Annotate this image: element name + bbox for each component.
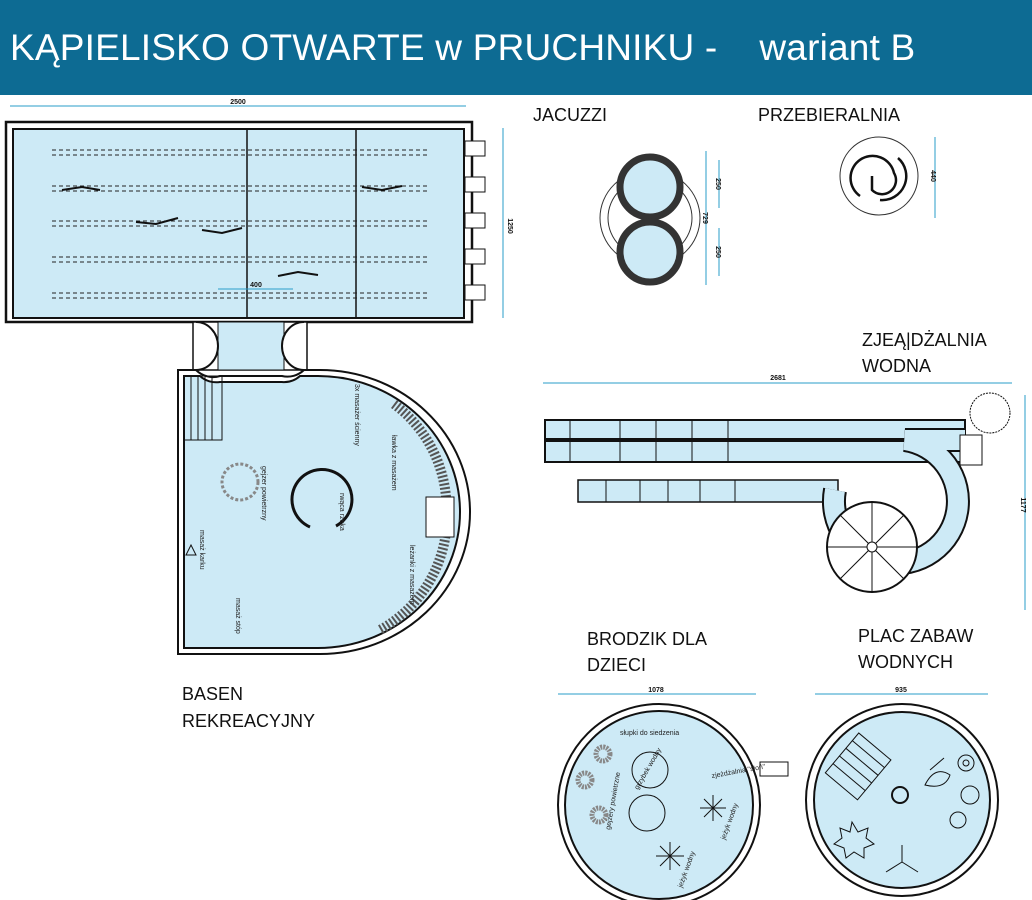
dim-diameter: 1078 [648, 687, 664, 694]
label-recreation-1: BASEN [182, 684, 243, 704]
water-slide: ZJEĄ|DŻALNIA WODNA 2681 1177 [543, 330, 1026, 610]
neck-massage-icon [185, 543, 197, 556]
note-feet: masaż stóp [234, 598, 241, 634]
dim-top: 250 [714, 178, 721, 190]
label-changing-room: PRZEBIERALNIA [758, 105, 900, 125]
changing-room: PRZEBIERALNIA 440 [758, 105, 936, 218]
water-urchin-icon [700, 795, 726, 821]
note-river: rwąca rzeka [338, 493, 345, 531]
climbing-net [824, 732, 892, 801]
pool-steps [425, 496, 455, 538]
swimmer-icons [61, 185, 403, 277]
tripod-sprinkler-icon [885, 845, 919, 873]
kids-pool: BRODZIK DLA DZIECI 1078 słupki do siedze… [557, 629, 789, 900]
note-stools: słupki do siedzenia [620, 730, 679, 737]
label-recreation-2: REKREACYJNY [182, 711, 315, 731]
dim-diameter: 440 [929, 170, 936, 182]
label-playground-2: WODNYCH [858, 652, 953, 672]
dim-lane: 400 [250, 282, 262, 289]
note-geyser: gejzer powietrzny [260, 466, 267, 521]
elephant-slide [759, 761, 789, 777]
starting-blocks [464, 140, 486, 301]
dim-width: 1250 [506, 218, 513, 234]
label-playground-1: PLAC ZABAW [858, 626, 973, 646]
flower-fountain-icon [832, 820, 876, 859]
note-neck: masaż karku [198, 530, 205, 570]
dim-total: 729 [701, 212, 708, 224]
air-geyser-icons [575, 744, 613, 825]
spiral-stair-icon [969, 392, 1011, 434]
label-slide-1: ZJEĄ|DŻALNIA [862, 330, 987, 350]
dim-diameter: 935 [895, 687, 907, 694]
pool-connector [192, 321, 308, 371]
lazy-river-ring [290, 468, 354, 529]
note-bench: ławka z masażem [390, 435, 397, 491]
page-title: KĄPIELISKO OTWARTE w PRUCHNIKU - wariant… [10, 26, 916, 68]
air-geyser-icon [220, 462, 260, 502]
dim-width: 1177 [1019, 497, 1026, 512]
water-playground: PLAC ZABAW WODNYCH 935 [805, 626, 999, 897]
label-kids-1: BRODZIK DLA [587, 629, 707, 649]
label-slide-2: WODNA [862, 356, 931, 376]
entry-stairs [183, 375, 223, 441]
label-jacuzzi: JACUZZI [533, 105, 607, 125]
label-kids-2: DZIECI [587, 655, 646, 675]
dim-length: 2500 [230, 99, 246, 106]
recreation-pool: gejzer powietrzny rwąca rzeka 3x masażer… [177, 369, 471, 731]
note-wall-massage: 3x masażer ścienny [353, 384, 360, 446]
dim-length: 2681 [770, 375, 786, 382]
header-banner: KĄPIELISKO OTWARTE w PRUCHNIKU - wariant… [0, 0, 1032, 95]
dim-bottom: 250 [714, 246, 721, 258]
jacuzzi: JACUZZI 729 250 250 [533, 105, 721, 286]
water-urchin-icon [656, 842, 684, 870]
massage-loungers [377, 531, 451, 635]
note-loungers: leżanki z masażem [408, 545, 415, 605]
sports-pool: 2500 400 1250 [4, 99, 513, 324]
